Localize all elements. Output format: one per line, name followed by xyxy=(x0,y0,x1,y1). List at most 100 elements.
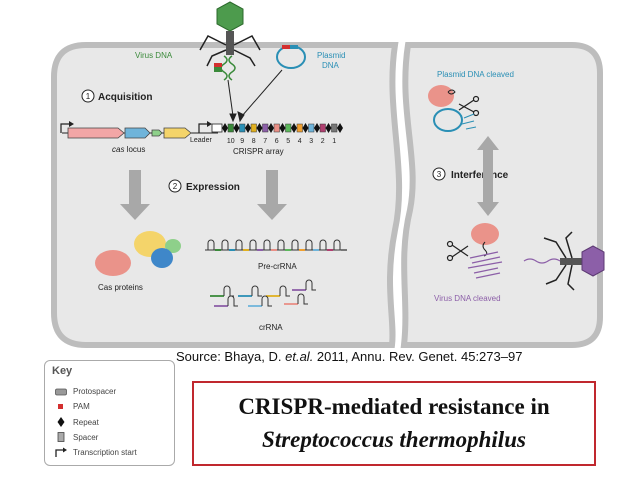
cell-right xyxy=(400,42,603,348)
virus-dna-cleavage xyxy=(446,223,503,279)
spacer-box xyxy=(250,123,257,133)
key-label-transcription-start: Transcription start xyxy=(73,447,137,457)
hairpin xyxy=(291,239,299,250)
interference-double-arrow xyxy=(477,136,499,216)
crrna-hairpin xyxy=(227,295,238,307)
caption-title-line2: Streptococcus thermophilus xyxy=(262,427,526,452)
leader-label: Leader xyxy=(190,137,212,144)
pre-crrna-label: Pre-crRNA xyxy=(258,262,297,271)
step-interference: 3 Interference xyxy=(432,167,509,181)
key-legend: Key Protospacer PAM Repeat Spacer Transc… xyxy=(44,360,175,466)
phage-right xyxy=(523,231,605,291)
pre-crrna xyxy=(205,239,347,251)
acquisition-label: Acquisition xyxy=(98,92,152,103)
spacer-box xyxy=(227,123,234,133)
crrna-label: crRNA xyxy=(259,323,283,332)
virus-dna-label: Virus DNA xyxy=(135,51,173,60)
hairpin xyxy=(277,239,285,250)
spacer-number: 3 xyxy=(309,138,313,145)
crrna-hairpin xyxy=(305,279,316,291)
hairpin xyxy=(235,239,243,250)
leader-box xyxy=(211,123,223,133)
repeat-diamond xyxy=(222,123,228,133)
repeat-diamond xyxy=(256,123,263,133)
repeat-icon xyxy=(55,417,67,427)
spacer-box xyxy=(319,123,326,133)
step-number-1: 1 xyxy=(86,92,91,101)
spacer-number: 9 xyxy=(240,138,244,145)
key-item-transcription-start: Transcription start xyxy=(55,447,137,457)
phage-right-head xyxy=(581,245,605,277)
crrna-hairpin xyxy=(297,293,308,305)
plasmid-label-1: Plasmid xyxy=(317,51,345,60)
step-expression: 2 Expression xyxy=(168,179,240,193)
crispr-array xyxy=(211,123,343,133)
key-label-spacer: Spacer xyxy=(73,432,99,442)
source-etal: et.al. xyxy=(285,349,314,364)
scissors-icon xyxy=(458,95,480,117)
cas-locus-label: cas locus xyxy=(112,145,145,154)
key-label-repeat: Repeat xyxy=(73,417,99,427)
spacer-number: 6 xyxy=(275,138,279,145)
hairpin xyxy=(207,239,215,250)
repeat-diamond xyxy=(337,123,343,133)
hairpin xyxy=(249,239,257,250)
key-item-pam: PAM xyxy=(55,402,90,411)
plasmid-label-2: DNA xyxy=(322,61,340,70)
key-item-repeat: Repeat xyxy=(55,417,99,427)
crrna-hairpin xyxy=(279,285,290,297)
spacer-box xyxy=(273,123,280,133)
repeat-diamond xyxy=(302,123,309,133)
expression-label: Expression xyxy=(186,182,240,193)
virus-cleaved-label: Virus DNA cleaved xyxy=(434,294,501,303)
hairpin xyxy=(221,239,229,250)
step-acquisition: 1 Acquisition xyxy=(81,89,152,103)
cas-proteins-label: Cas proteins xyxy=(98,283,143,292)
hairpin xyxy=(319,239,327,250)
spacer-number: 5 xyxy=(286,138,290,145)
spacer-number: 4 xyxy=(298,138,302,145)
crispr-array-label: CRISPR array xyxy=(233,147,284,156)
phage-top xyxy=(199,1,261,81)
source-citation: Source: Bhaya, D. et.al. 2011, Annu. Rev… xyxy=(176,349,522,364)
repeat-diamond xyxy=(314,123,320,133)
spacer-number: 8 xyxy=(252,138,256,145)
spacer-box xyxy=(296,123,303,133)
crrna-hairpin xyxy=(223,285,234,297)
step-number-3: 3 xyxy=(437,170,442,179)
spacer-box xyxy=(262,123,269,133)
protospacer-icon xyxy=(55,388,67,396)
plasmid-cleaved-label: Plasmid DNA cleaved xyxy=(437,70,514,79)
spacer-box xyxy=(239,123,246,133)
spacer-box xyxy=(285,123,292,133)
caption-box: CRISPR-mediated resistance in Streptococ… xyxy=(192,381,596,466)
key-label-pam: PAM xyxy=(73,402,90,411)
cas-proteins xyxy=(95,231,181,276)
repeat-diamond xyxy=(325,123,332,133)
plasmid-cleavage xyxy=(428,85,480,132)
key-title: Key xyxy=(52,365,73,377)
spacer-icon xyxy=(55,432,67,442)
spacer-number: 7 xyxy=(263,138,267,145)
repeat-diamond xyxy=(245,123,251,133)
transcription-start-icon xyxy=(55,447,67,457)
interference-label: Interference xyxy=(451,170,509,181)
source-suffix: 2011, Annu. Rev. Genet. 45:273–97 xyxy=(313,349,523,364)
repeat-diamond xyxy=(279,123,286,133)
repeat-diamond xyxy=(291,123,297,133)
pam-icon xyxy=(55,403,67,411)
hairpin xyxy=(305,239,313,250)
hairpin xyxy=(263,239,271,250)
phage-right-tail xyxy=(560,258,582,265)
crrna-fragments xyxy=(210,279,316,307)
key-label-protospacer: Protospacer xyxy=(73,387,117,396)
spacer-box xyxy=(331,123,338,133)
crrna-hairpin xyxy=(251,285,262,297)
step-number-2: 2 xyxy=(173,182,178,191)
hairpin xyxy=(333,239,341,250)
plasmid xyxy=(276,45,306,69)
spacer-number: 2 xyxy=(321,138,325,145)
spacer-number: 1 xyxy=(332,138,336,145)
crispr-diagram: Virus DNA Plasmid DNA 1 Acquisition cas … xyxy=(51,1,605,348)
